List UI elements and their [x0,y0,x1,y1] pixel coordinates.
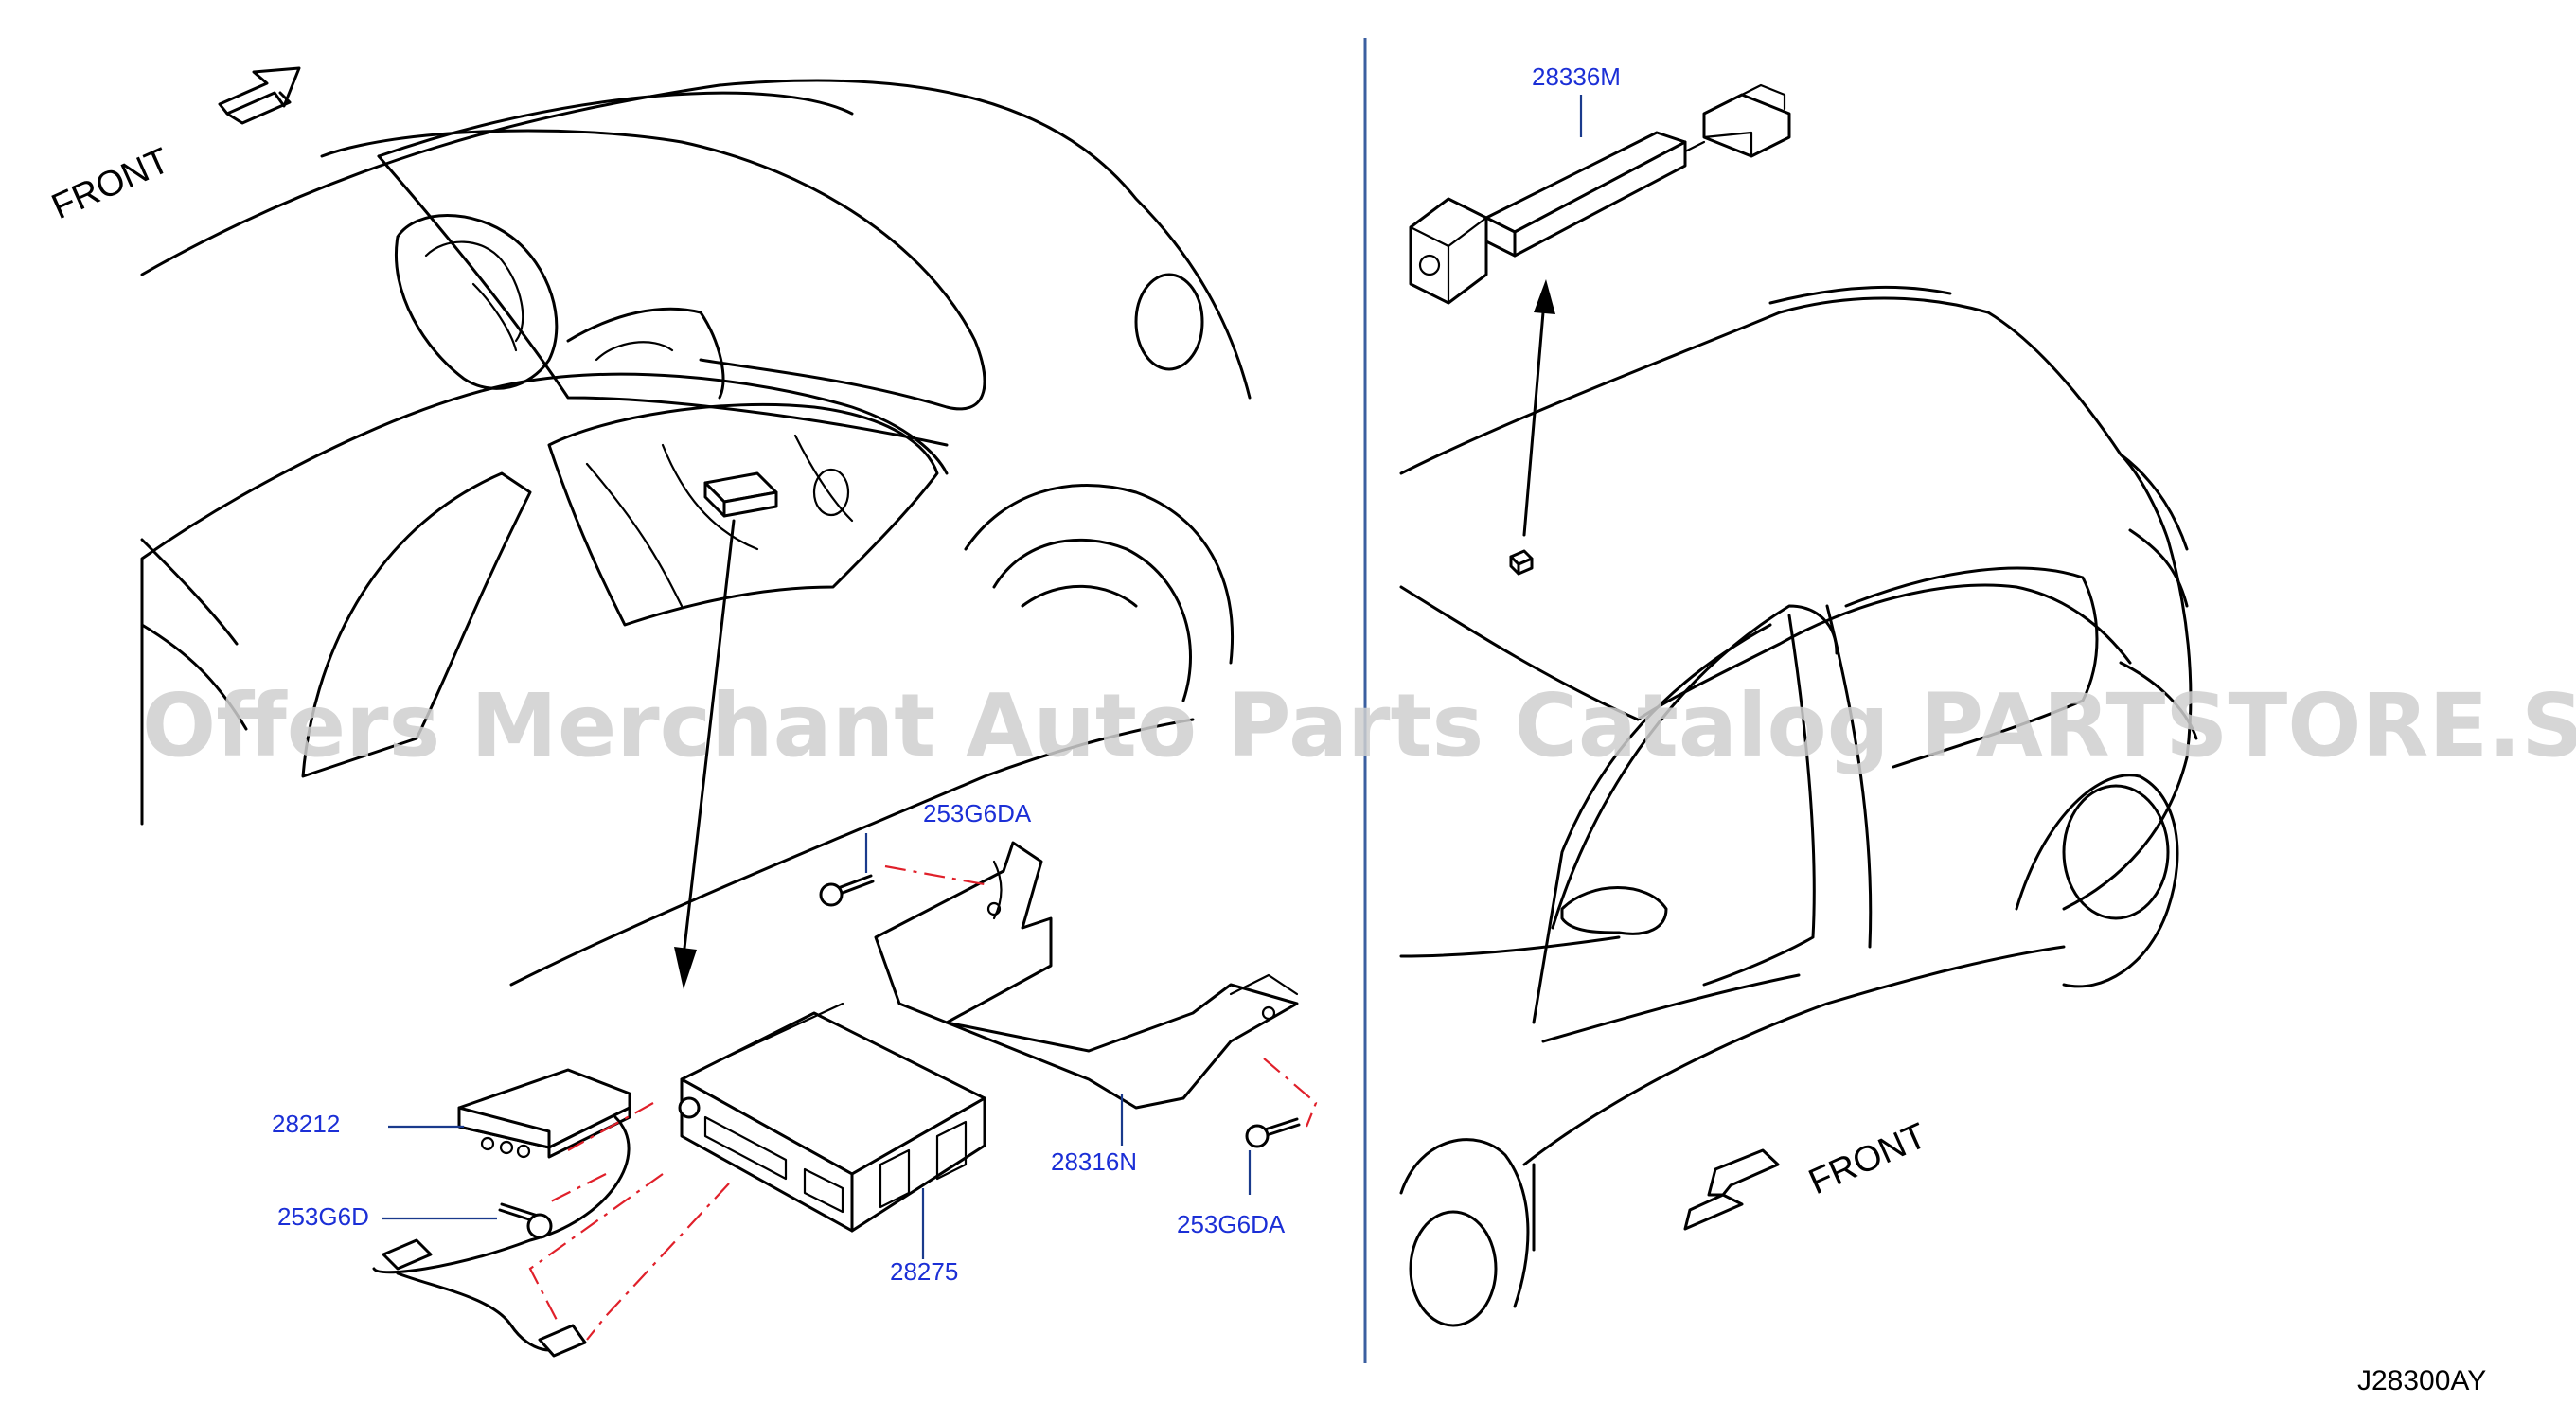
component-28275-control-unit [678,1002,986,1233]
assembly-arrow [682,519,736,958]
front-label-right: FRONT [1803,1116,1933,1203]
component-28336M-sensor [1409,83,1791,305]
part-label-28275: 28275 [890,1257,958,1286]
component-28316N-bracket [874,841,1299,1110]
screw-253G6DA-top [819,874,875,907]
watermark: Offers Merchant Auto Parts Catalog PARTS… [142,675,2576,776]
assembly-arrow-right [1522,311,1545,537]
part-label-253G6D: 253G6D [277,1202,369,1231]
front-label-left: FRONT [46,141,176,228]
component-28212-sensor [372,1068,631,1358]
front-arrow-icon [218,66,301,125]
front-arrow-icon [1683,1148,1780,1231]
part-label-253G6DA-top: 253G6DA [923,799,1032,827]
part-label-28316N: 28316N [1051,1147,1137,1176]
part-label-253G6DA-bottom: 253G6DA [1177,1210,1286,1238]
car-interior-illustration [140,79,1252,987]
part-label-28336M: 28336M [1532,62,1621,91]
car-exterior-illustration [1399,285,2198,1327]
diagram-code: J28300AY [2357,1365,2486,1396]
screw-253G6DA-bottom [1245,1117,1301,1148]
screw-253G6D [498,1202,553,1239]
leader-lines [382,95,1583,1259]
part-label-28212: 28212 [272,1110,340,1138]
assembly-centerlines [528,864,1318,1341]
